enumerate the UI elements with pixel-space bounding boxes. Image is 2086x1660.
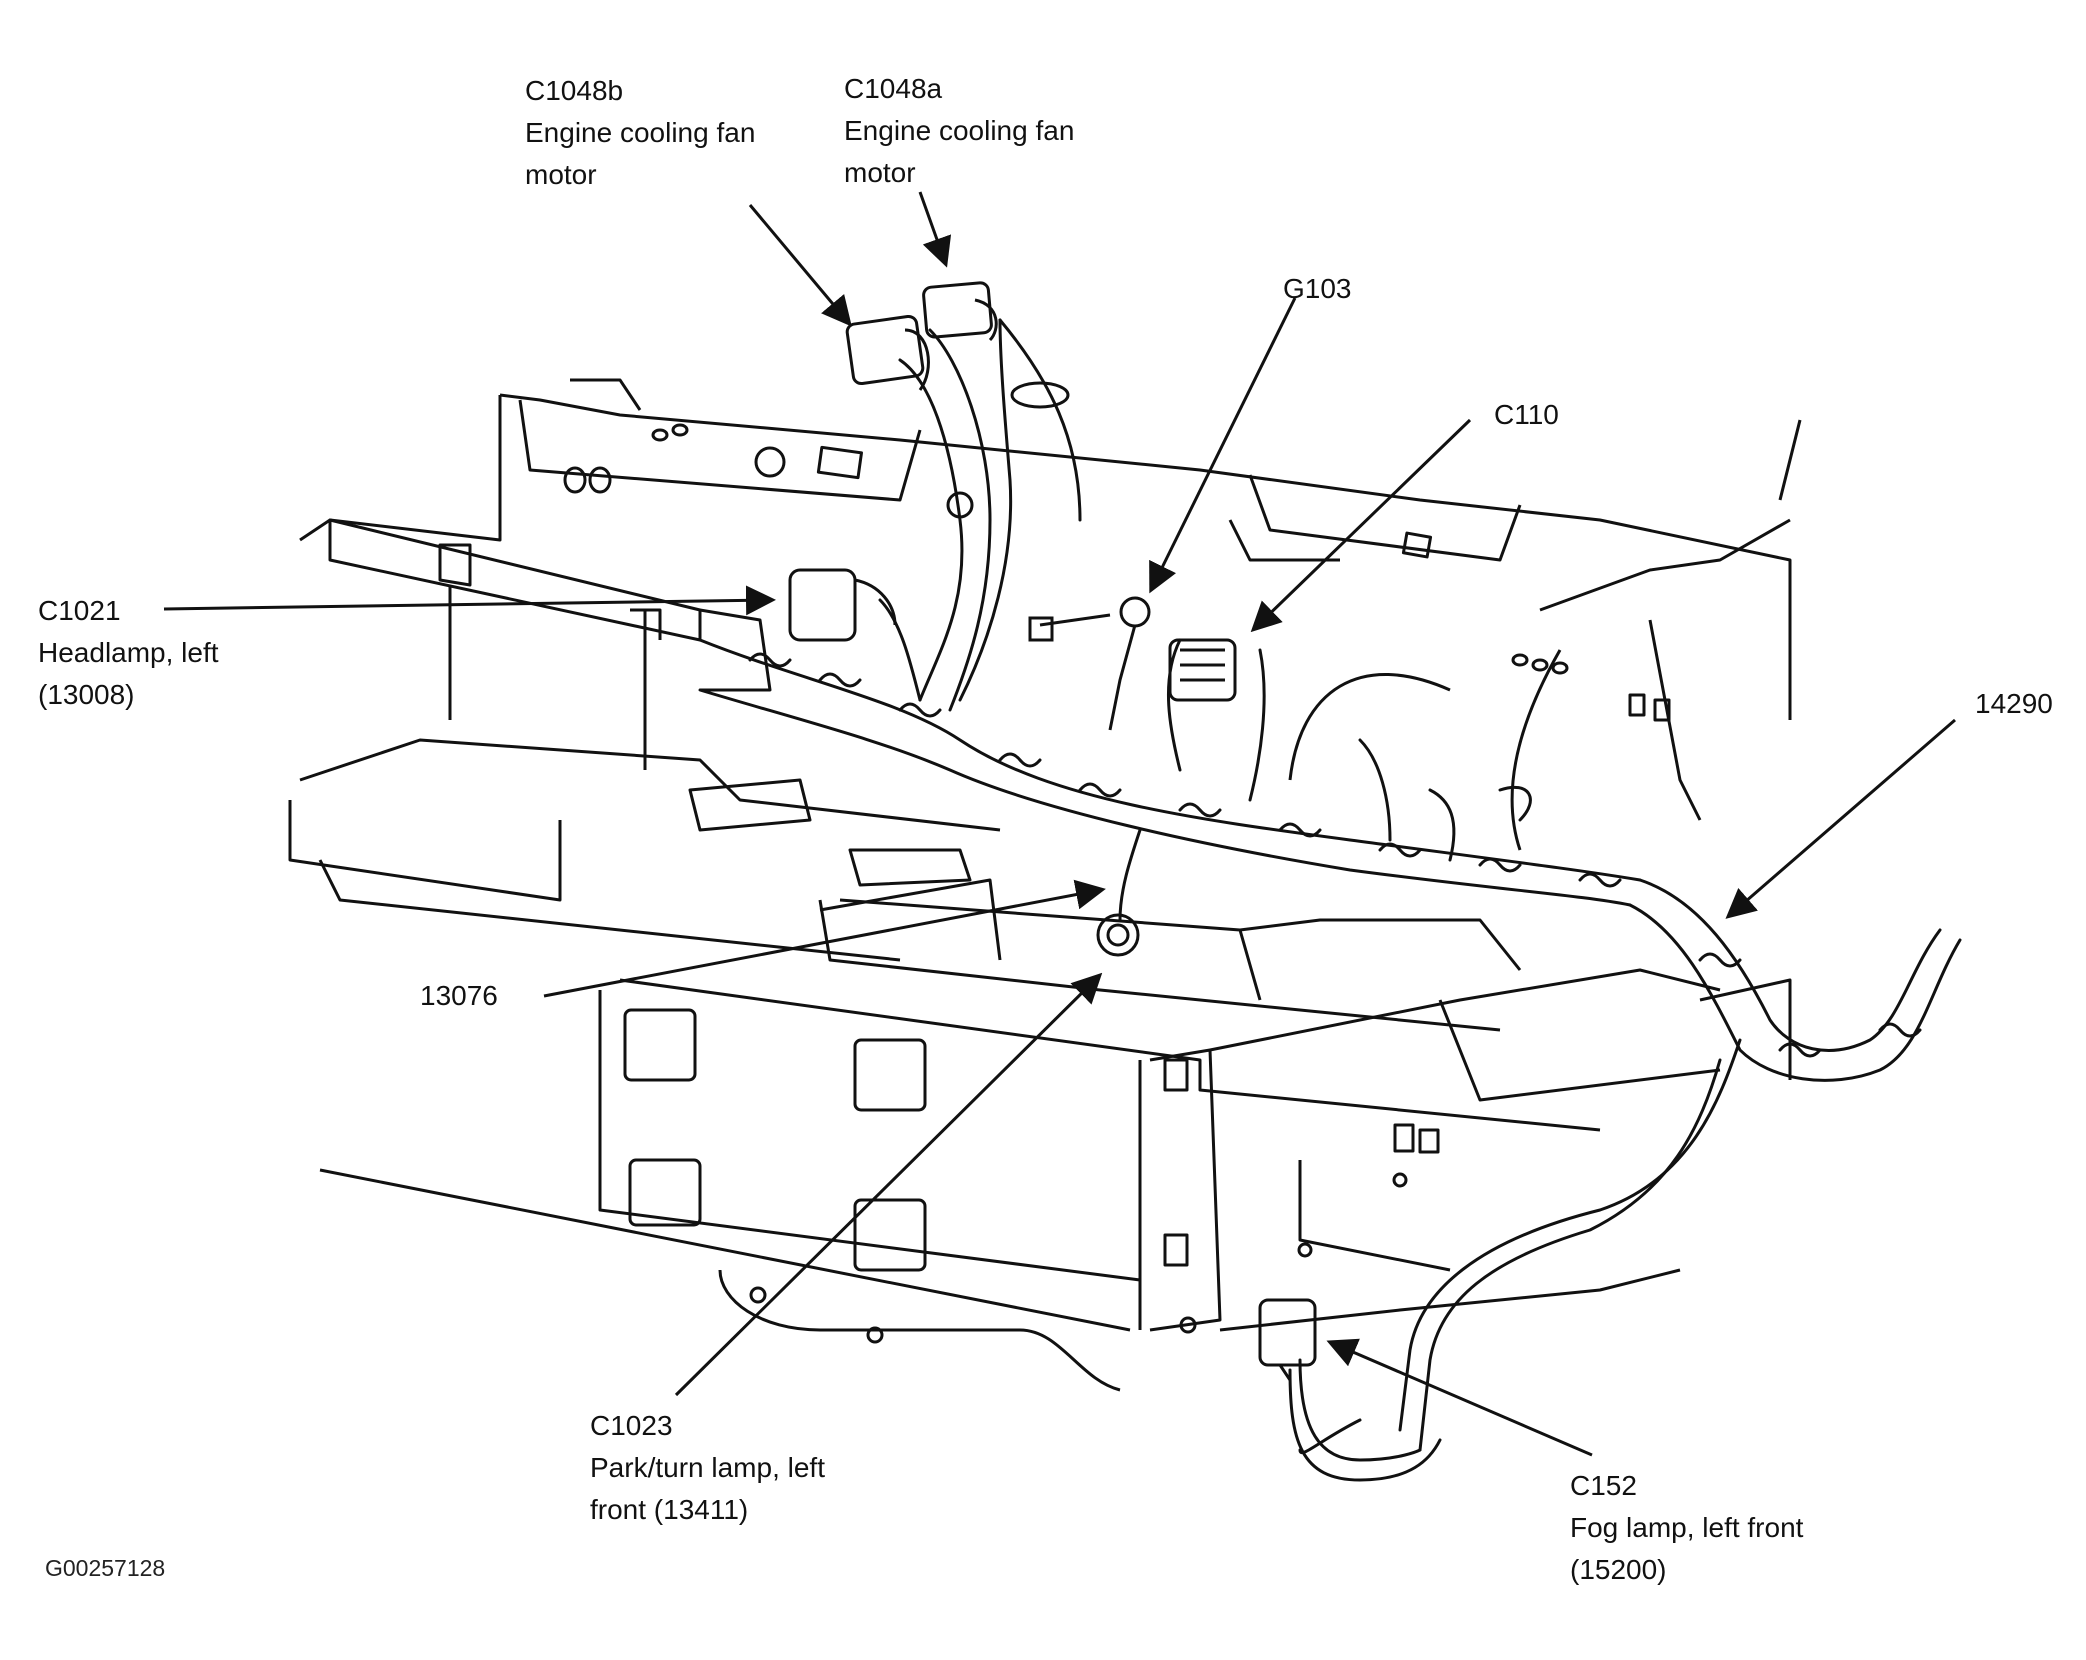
figure-id: G00257128: [45, 1555, 166, 1581]
front-crossmember: [288, 738, 1792, 1392]
callout-c1023-line2: front (13411): [590, 1494, 749, 1525]
callout-c152: C152 Fog lamp, left front (15200): [1570, 1465, 1803, 1591]
callout-c1023: C1023 Park/turn lamp, left front (13411): [590, 1405, 825, 1531]
callout-c1021-code: C1021: [38, 595, 121, 626]
callout-c1048a-line1: Engine cooling fan: [844, 115, 1075, 146]
callout-c1048b: C1048b Engine cooling fan motor: [525, 70, 755, 196]
grommet-13076: [1096, 913, 1140, 957]
ground-g103: [1028, 596, 1151, 731]
connector-c110: [1168, 638, 1237, 702]
callout-c1021-line1: Headlamp, left: [38, 637, 219, 668]
leader-c152: [1326, 1338, 1593, 1457]
callout-c1021-line2: (13008): [38, 679, 135, 710]
callout-c1023-line1: Park/turn lamp, left: [590, 1452, 825, 1483]
connector-c1021: [788, 568, 897, 642]
leader-g103: [1149, 297, 1297, 594]
leader-13076: [543, 879, 1106, 998]
callout-14290-code: 14290: [1975, 688, 2053, 719]
callout-c1048b-line1: Engine cooling fan: [525, 117, 756, 148]
main-harness-conduit: [698, 318, 1962, 1482]
callout-14290: 14290: [1975, 683, 2053, 725]
callout-g103-code: G103: [1283, 273, 1352, 304]
leader-c110: [1250, 418, 1472, 633]
callout-g103: G103: [1283, 268, 1352, 310]
callout-c1048a-code: C1048a: [844, 73, 943, 104]
callout-c1048a: C1048a Engine cooling fan motor: [844, 68, 1074, 194]
callout-c110: C110: [1494, 394, 1559, 436]
leader-c1023: [674, 972, 1103, 1397]
callout-c1023-code: C1023: [590, 1410, 673, 1441]
callout-c1048a-line2: motor: [844, 157, 916, 188]
callout-13076-code: 13076: [420, 980, 498, 1011]
connector-c1048b: [845, 314, 930, 391]
headlamp-bracket-rail: [328, 518, 1002, 961]
callout-c1048b-code: C1048b: [525, 75, 624, 106]
callout-c152-line1: Fog lamp, left front: [1570, 1512, 1804, 1543]
callout-13076: 13076: [420, 975, 498, 1017]
leader-14290: [1725, 718, 1956, 919]
callout-c152-line2: (15200): [1570, 1554, 1667, 1585]
callout-c1048b-line2: motor: [525, 159, 597, 190]
connector-c1048a: [922, 281, 998, 342]
leader-c1021: [163, 585, 776, 616]
callout-c152-code: C152: [1570, 1470, 1637, 1501]
callout-c110-code: C110: [1494, 399, 1559, 430]
connector-c152: [1258, 1298, 1317, 1381]
leader-c1048b: [748, 204, 852, 327]
radiator-support-frame: [299, 378, 1802, 851]
callout-c1021: C1021 Headlamp, left (13008): [38, 590, 219, 716]
leader-lines: [163, 191, 1956, 1457]
leader-c1048a: [918, 191, 952, 268]
